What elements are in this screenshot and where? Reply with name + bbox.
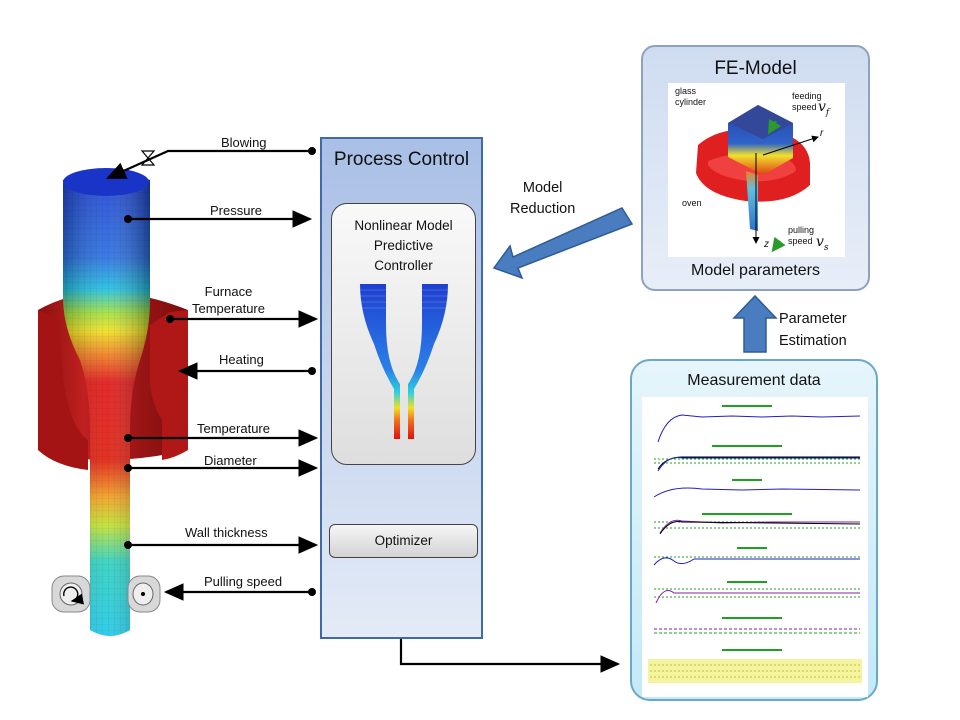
axis-r-label: r [820, 128, 824, 139]
process-control-panel: Process Control Nonlinear Model Predicti… [320, 137, 483, 639]
diameter-label: Diameter [204, 453, 257, 468]
feeding-speed-label: feeding speed [792, 91, 822, 112]
fe-model-title: FE-Model [714, 58, 797, 79]
furnace-temperature-label: Furnace Temperature [192, 284, 265, 316]
pulling-speed-label: Pulling speed [204, 574, 283, 589]
temperature-label: Temperature [197, 421, 270, 436]
model-reduction-label: Model Reduction [510, 180, 576, 217]
nmpc-controller-box[interactable]: Nonlinear Model Predictive Controller [331, 203, 476, 465]
tube-top [63, 168, 149, 196]
heating-label: Heating [219, 352, 264, 367]
model-parameters-label: Model parameters [691, 262, 820, 279]
glass-cylinder-label: glass cylinder [675, 86, 707, 107]
measurement-data-title: Measurement data [687, 372, 821, 389]
feeding-speed-symbol: vf [818, 99, 830, 118]
pulling-roller-left [51, 575, 91, 613]
pressure-label: Pressure [210, 203, 263, 218]
blowing-arrow [105, 149, 312, 180]
optimizer-button[interactable]: Optimizer [329, 524, 478, 558]
measurement-data-panel: Measurement data [630, 359, 878, 701]
fe-model-panel: FE-Model [641, 45, 870, 291]
pulling-roller-right [127, 575, 161, 613]
measurement-arrow [399, 639, 621, 673]
blowing-label: Blowing [221, 135, 267, 150]
fe-model-image: glass cylinder feeding speed vf r oven p… [668, 83, 845, 257]
oven-front-right [150, 310, 188, 460]
model-reduction-arrow [492, 207, 634, 280]
parameter-estimation-label: Parameter Estimation [779, 311, 847, 349]
oven-label: oven [682, 198, 702, 208]
parameter-estimation-arrow [732, 294, 778, 353]
oven-front-left [38, 310, 88, 470]
nozzle-simulation-image [360, 284, 448, 439]
wall-thickness-label: Wall thickness [185, 525, 268, 540]
measurement-plots-image [642, 397, 868, 697]
axis-z-label: z [764, 239, 769, 250]
pulling-speed-fe-label: pulling speed [788, 225, 815, 246]
pulling-speed-symbol: vs [816, 234, 829, 253]
nmpc-label: Nonlinear Model Predictive Controller [354, 218, 453, 273]
process-control-title: Process Control [333, 149, 470, 170]
